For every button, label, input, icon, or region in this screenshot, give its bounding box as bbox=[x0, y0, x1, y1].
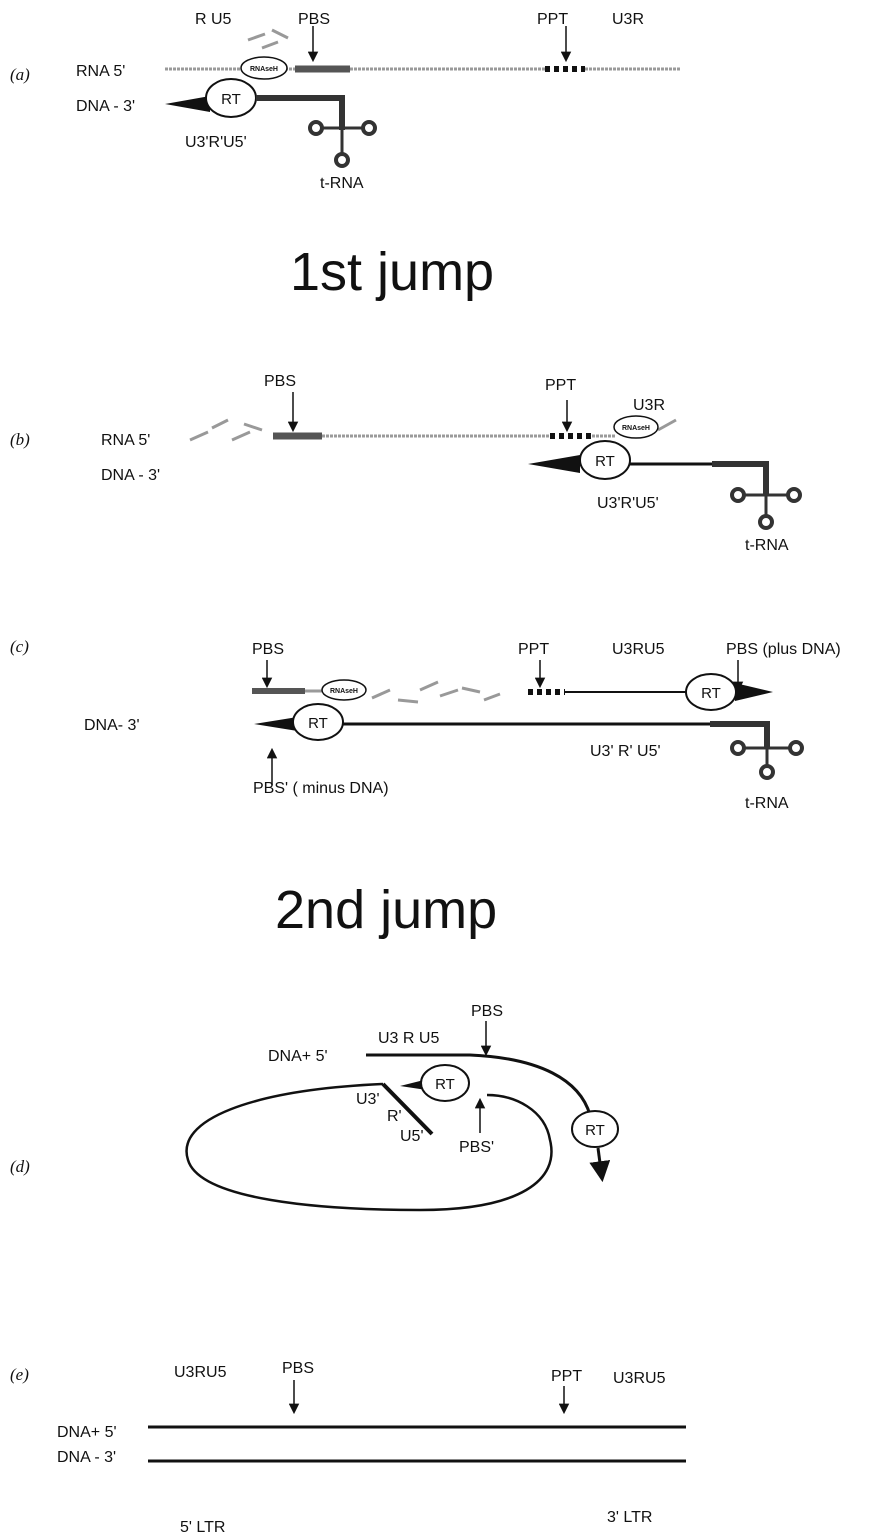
u5-prime-label: U5' bbox=[400, 1128, 424, 1145]
trna-cloverleaf bbox=[342, 724, 802, 778]
panel-b: (b) PBS PPT U3R RNA 5' DNA - 3' U3'R'U5'… bbox=[10, 373, 800, 554]
pbs-plus-dna-label: PBS (plus DNA) bbox=[726, 641, 841, 658]
rt-label: RT bbox=[435, 1076, 455, 1093]
dna-3-label: DNA - 3' bbox=[76, 98, 135, 115]
plus-dna-strand bbox=[366, 1055, 590, 1115]
rt-label: RT bbox=[701, 685, 721, 702]
trna-label: t-RNA bbox=[320, 175, 364, 192]
panel-a: (a) R U5 PBS PPT U3R RNA 5' DNA - 3' U3'… bbox=[10, 11, 680, 192]
pbs-label: PBS bbox=[282, 1360, 314, 1377]
ppt-label: PPT bbox=[537, 11, 568, 28]
ltr-3-label: 3' LTR bbox=[607, 1509, 652, 1526]
panel-c-tag: (c) bbox=[10, 637, 29, 656]
pbs-minus-dna-label: PBS' ( minus DNA) bbox=[253, 780, 389, 797]
u3r-label: U3R bbox=[633, 397, 665, 414]
plus-dna-arrow bbox=[598, 1148, 602, 1178]
first-jump-heading: 1st jump bbox=[290, 242, 494, 302]
panel-c: (c) PBS PPT U3RU5 PBS (plus DNA) DNA- 3'… bbox=[10, 637, 841, 812]
panel-d-tag: (d) bbox=[10, 1157, 30, 1176]
trna-label: t-RNA bbox=[745, 795, 789, 812]
rna-5-label: RNA 5' bbox=[101, 432, 150, 449]
ltr-5-label: 5' LTR bbox=[180, 1519, 225, 1532]
rnaseh-label: RNAseH bbox=[250, 66, 278, 73]
pbs-label: PBS bbox=[252, 641, 284, 658]
u3ru5-label: U3 R U5 bbox=[378, 1030, 439, 1047]
dna-arrowhead bbox=[165, 96, 210, 112]
rt-label: RT bbox=[585, 1122, 605, 1139]
second-jump-heading: 2nd jump bbox=[275, 880, 497, 940]
u3ru5-left-label: U3RU5 bbox=[174, 1364, 227, 1381]
panel-e-tag: (e) bbox=[10, 1365, 29, 1384]
ppt-label: PPT bbox=[518, 641, 549, 658]
rt-label: RT bbox=[221, 91, 241, 108]
u3ru5-prime-label: U3'R'U5' bbox=[597, 495, 659, 512]
rnaseh-label: RNAseH bbox=[330, 688, 358, 695]
r-prime-label: R' bbox=[387, 1108, 402, 1125]
dna-plus-5-label: DNA+ 5' bbox=[268, 1048, 328, 1065]
dna-minus-3-label: DNA - 3' bbox=[57, 1449, 116, 1466]
panel-b-tag: (b) bbox=[10, 430, 30, 449]
rnaseh-label: RNAseH bbox=[622, 425, 650, 432]
u3ru5-prime-label: U3'R'U5' bbox=[185, 134, 247, 151]
pbs-label: PBS bbox=[298, 11, 330, 28]
panel-a-tag: (a) bbox=[10, 65, 30, 84]
r-u5-label: R U5 bbox=[195, 11, 232, 28]
u3ru5-prime-label: U3' R' U5' bbox=[590, 743, 661, 760]
u3r-label: U3R bbox=[612, 11, 644, 28]
dna-3-label: DNA - 3' bbox=[101, 467, 160, 484]
dna-plus-5-label: DNA+ 5' bbox=[57, 1424, 117, 1441]
ppt-label: PPT bbox=[545, 377, 576, 394]
panel-d: (d) PBS U3 R U5 DNA+ 5' U3' R' U5' PBS' … bbox=[10, 1003, 618, 1210]
u3ru5-label: U3RU5 bbox=[612, 641, 665, 658]
degraded-rna-fragments bbox=[372, 682, 500, 702]
dna-arrowhead bbox=[528, 455, 580, 473]
pbs-label: PBS bbox=[471, 1003, 503, 1020]
dna-3-label: DNA- 3' bbox=[84, 717, 140, 734]
pbs-prime-label: PBS' bbox=[459, 1139, 494, 1156]
rt-label: RT bbox=[595, 453, 615, 470]
panel-e: (e) U3RU5 PBS PPT U3RU5 DNA+ 5' DNA - 3'… bbox=[10, 1360, 686, 1532]
rna-5-label: RNA 5' bbox=[76, 63, 125, 80]
trna-label: t-RNA bbox=[745, 537, 789, 554]
pbs-label: PBS bbox=[264, 373, 296, 390]
trna-cloverleaf bbox=[256, 98, 375, 166]
u3-prime-label: U3' bbox=[356, 1091, 380, 1108]
rt-label: RT bbox=[308, 715, 328, 732]
u3ru5-right-label: U3RU5 bbox=[613, 1370, 666, 1387]
ppt-label: PPT bbox=[551, 1368, 582, 1385]
plus-dna-arrowhead bbox=[735, 683, 773, 701]
degraded-rna-fragments bbox=[248, 30, 288, 48]
